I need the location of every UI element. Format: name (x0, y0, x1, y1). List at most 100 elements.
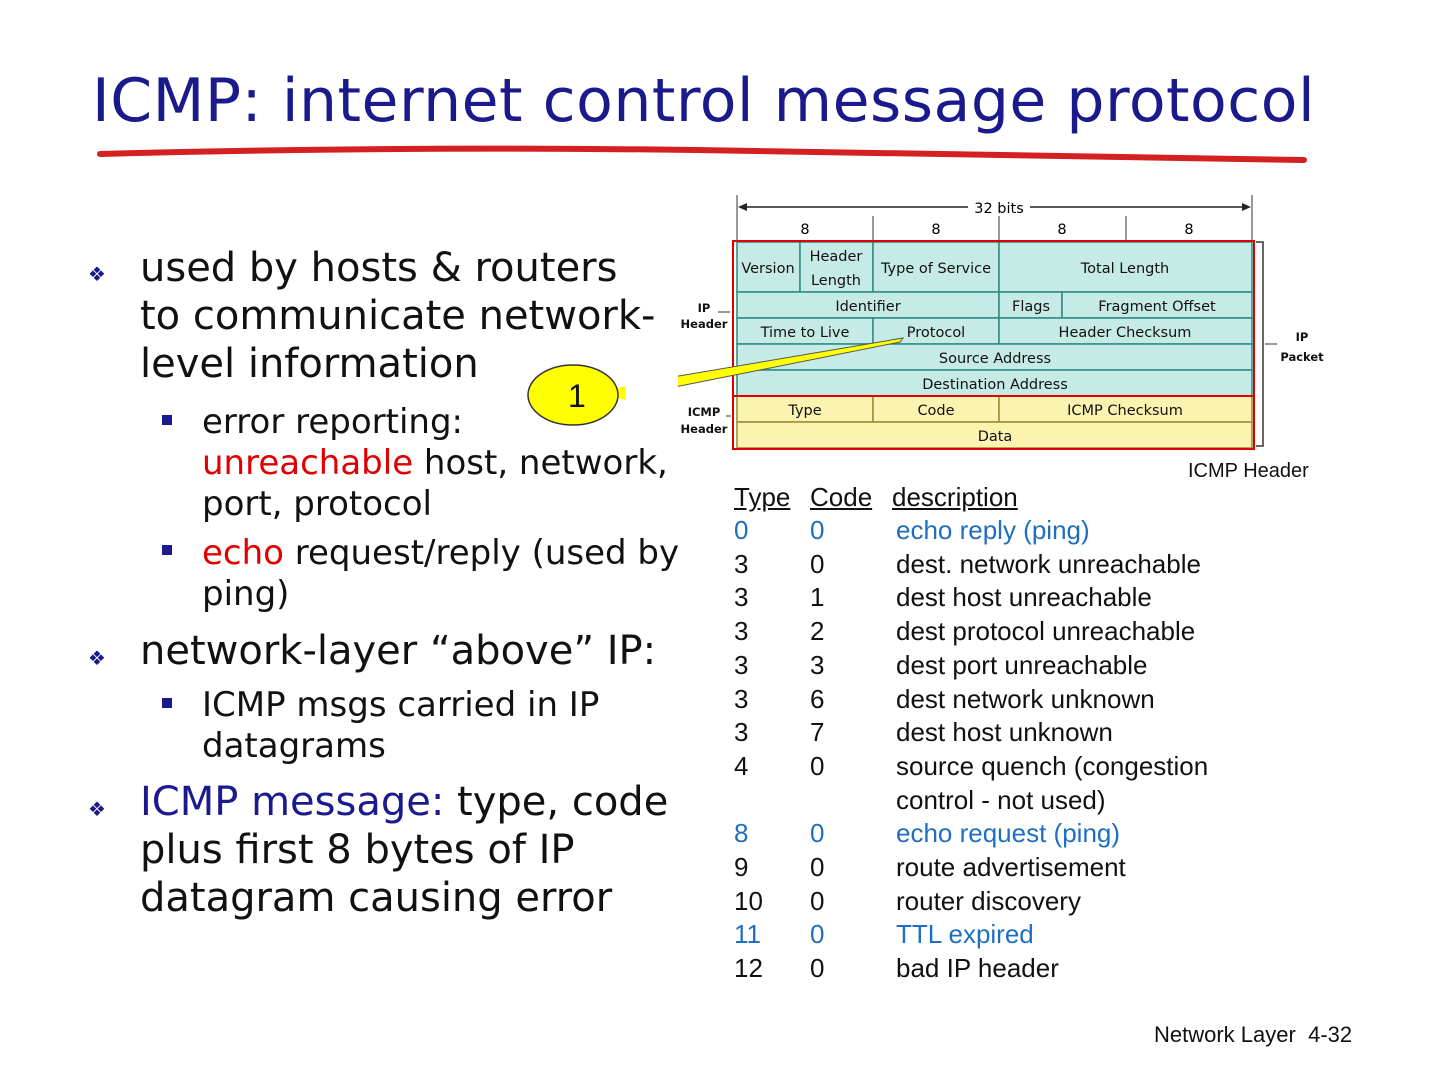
table-cell-code: 0 (810, 919, 825, 950)
icmp-message-highlight: ICMP message: (140, 779, 445, 825)
table-header-description: description (892, 482, 1018, 512)
sub-bullet-icmp-msgs: ICMP msgs carried in IP datagrams (202, 685, 600, 766)
page-number: 4-32 (1308, 1022, 1353, 1047)
field-data (736, 421, 1253, 449)
svg-text:Type of Service: Type of Service (880, 261, 991, 277)
table-row: 3 3 dest port unreachable (734, 650, 1354, 684)
table-row: 10 0 router discovery (734, 886, 1354, 920)
sub-bullet-error-reporting: error reporting: unreachable host, netwo… (202, 402, 668, 524)
byte-label: 8 (800, 222, 809, 238)
field-type (736, 395, 874, 423)
callout-bubble: 1 (527, 364, 626, 426)
field-identifier (736, 291, 1000, 319)
byte-label: 8 (931, 222, 940, 238)
svg-text:Code: Code (917, 403, 954, 419)
table-cell-desc: dest host unknown (896, 717, 1113, 748)
table-row: 12 0 bad IP header (734, 953, 1354, 987)
table-cell-type: 10 (734, 885, 763, 916)
table-cell-code: 0 (810, 818, 825, 849)
table-row: control - not used) (734, 785, 1354, 819)
table-cell-code: 0 (810, 548, 825, 579)
table-cell-code: 3 (810, 649, 825, 680)
table-cell-code: 6 (810, 683, 825, 714)
field-header-checksum (998, 317, 1253, 345)
table-cell-type: 3 (734, 582, 749, 613)
bullet-hosts-routers: used by hosts & routers to communicate n… (140, 245, 656, 387)
svg-text:Header Checksum: Header Checksum (1059, 325, 1192, 341)
table-cell-desc: TTL expired (896, 919, 1034, 950)
svg-text:Total Length: Total Length (1080, 261, 1170, 277)
square-bullet-icon (162, 415, 172, 425)
table-cell-code: 7 (810, 717, 825, 748)
table-cell-code: 1 (810, 582, 825, 613)
title-underline (97, 145, 1307, 163)
svg-text:Header: Header (681, 422, 728, 436)
table-cell-desc: echo reply (ping) (896, 515, 1090, 545)
table-cell-code: 0 (810, 953, 825, 984)
square-bullet-icon (162, 698, 172, 708)
field-fragment-offset (1061, 291, 1253, 319)
table-cell-desc: echo request (ping) (896, 818, 1121, 849)
table-cell-desc: dest host unreachable (896, 582, 1152, 613)
table-cell-type: 3 (734, 548, 749, 579)
svg-text:Identifier: Identifier (835, 299, 900, 315)
icmp-header-outline (732, 395, 1255, 450)
bullet-network-layer: network-layer “above” IP: (140, 628, 657, 674)
footer-section: Network Layer (1154, 1022, 1296, 1047)
field-flags (998, 291, 1063, 319)
table-cell-type: 3 (734, 649, 749, 680)
width-label: 32 bits (974, 201, 1024, 217)
echo-highlight: echo (202, 533, 284, 573)
icmp-header-label: ICMP (688, 405, 721, 419)
svg-text:Destination Address: Destination Address (922, 377, 1068, 393)
table-cell-desc: dest protocol unreachable (896, 616, 1196, 647)
callout-number: 1 (568, 378, 586, 414)
table-row: 3 7 dest host unknown (734, 717, 1354, 751)
table-row: 3 0 dest. network unreachable (734, 549, 1354, 583)
field-ttl (736, 317, 874, 345)
field-total-length (998, 241, 1253, 293)
table-cell-desc: route advertisement (896, 852, 1126, 882)
table-cell-desc: dest port unreachable (896, 649, 1148, 680)
table-cell-code: 0 (810, 885, 825, 916)
svg-text:Version: Version (741, 261, 794, 277)
table-cell-type: 3 (734, 683, 749, 714)
byte-label: 8 (1184, 222, 1193, 238)
diamond-bullet-icon: ❖ (88, 262, 106, 286)
table-cell-type: 3 (734, 717, 749, 748)
diamond-bullet-icon: ❖ (88, 797, 106, 821)
table-cell-desc: dest. network unreachable (896, 548, 1201, 579)
svg-text:Flags: Flags (1012, 299, 1050, 315)
table-row: 3 1 dest host unreachable (734, 582, 1354, 616)
svg-text:Time to Live: Time to Live (760, 325, 850, 341)
svg-text:Header: Header (810, 249, 863, 265)
svg-text:Header: Header (681, 317, 728, 331)
table-cell-desc: dest network unknown (896, 683, 1155, 714)
table-cell-type: 3 (734, 616, 749, 647)
bullet-icmp-message: ICMP message: type, code plus first 8 by… (140, 779, 669, 921)
table-cell-code: 0 (810, 852, 825, 882)
table-cell-type: 0 (734, 515, 749, 545)
table-cell-type: 9 (734, 852, 749, 882)
square-bullet-icon (162, 545, 172, 555)
svg-text:Source Address: Source Address (939, 351, 1051, 367)
table-cell-desc: bad IP header (896, 953, 1059, 984)
svg-text:Fragment Offset: Fragment Offset (1098, 299, 1216, 315)
diamond-bullet-icon: ❖ (88, 646, 106, 670)
table-cell-desc: control - not used) (896, 784, 1106, 815)
svg-text:Protocol: Protocol (907, 325, 965, 341)
ip-packet-label: IP (1296, 330, 1309, 344)
table-cell-type: 4 (734, 750, 749, 781)
table-cell-desc: router discovery (896, 885, 1081, 916)
svg-text:Packet: Packet (1280, 350, 1324, 364)
table-cell-desc: source quench (congestion (896, 750, 1209, 781)
ip-header-label: IP (698, 301, 711, 315)
table-row: 3 6 dest network unknown (734, 684, 1354, 718)
slide-title: ICMP: internet control message protocol (92, 66, 1316, 136)
table-cell-type: 12 (734, 953, 763, 984)
svg-text:Length: Length (811, 273, 861, 289)
